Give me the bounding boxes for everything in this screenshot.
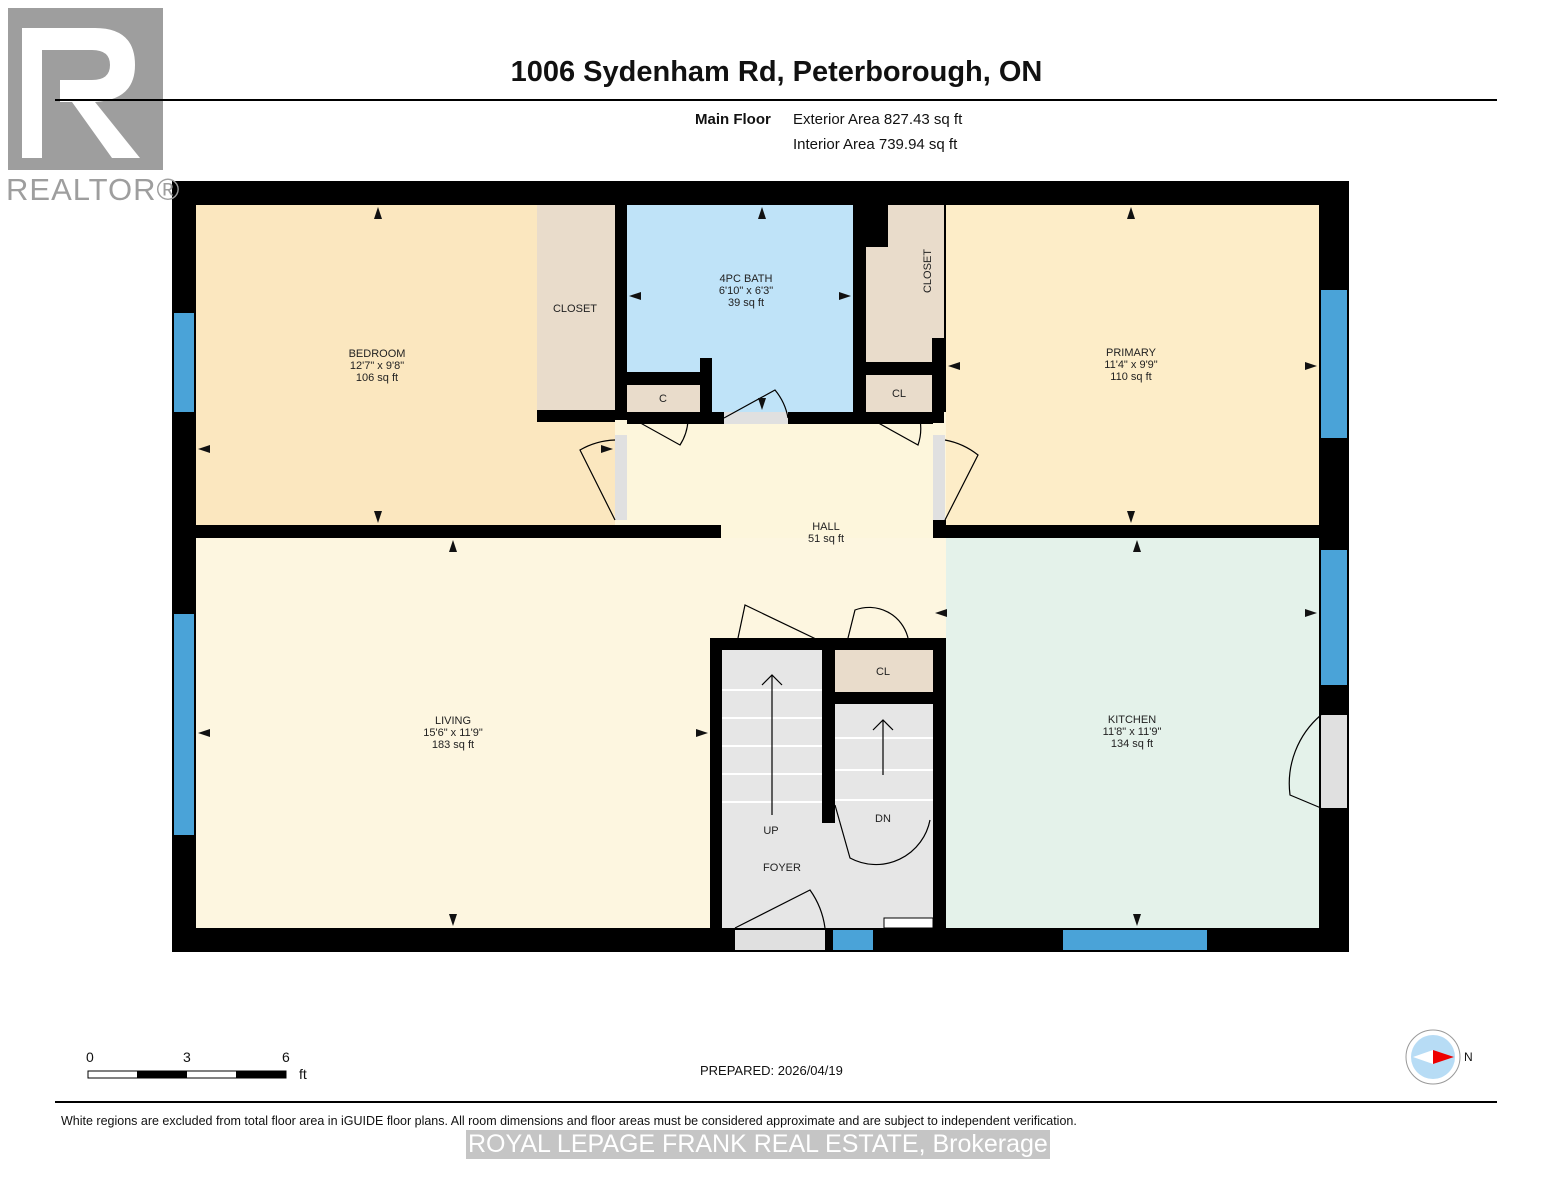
compass-north-label: N xyxy=(1464,1050,1473,1064)
disclaimer: White regions are excluded from total fl… xyxy=(61,1114,1077,1128)
exterior-area: Exterior Area 827.43 sq ft xyxy=(793,111,963,128)
floor-label: Main Floor xyxy=(695,111,771,128)
room-foyer-label: FOYER xyxy=(763,862,801,874)
door-swings xyxy=(579,389,1322,929)
room-cl-label: CL xyxy=(891,388,907,400)
stairs-down-label: DN xyxy=(875,813,891,825)
room-closet2-label: CLOSET xyxy=(922,248,934,294)
scale-tick-3: 3 xyxy=(183,1049,191,1065)
realtor-logo-text: REALTOR® xyxy=(6,172,181,207)
interior-walls xyxy=(196,205,1319,928)
living-area xyxy=(196,538,710,928)
interior-area: Interior Area 739.94 sq ft xyxy=(793,136,958,153)
scale-tick-0: 0 xyxy=(86,1049,94,1065)
scale-unit: ft xyxy=(299,1066,307,1082)
stairs-up-label: UP xyxy=(763,825,779,837)
room-c-label: C xyxy=(659,393,667,405)
stair-arrows xyxy=(761,674,894,815)
primary-area xyxy=(946,205,1319,525)
closet-area xyxy=(537,205,615,410)
foyer-bench xyxy=(883,917,934,929)
realtor-logo xyxy=(8,8,163,170)
prepared-date: PREPARED: 2026/04/19 xyxy=(700,1063,843,1078)
brokerage-watermark: ROYAL LEPAGE FRANK REAL ESTATE, Brokerag… xyxy=(466,1130,1050,1159)
room-closet-label: CLOSET xyxy=(552,303,598,315)
page-title: 1006 Sydenham Rd, Peterborough, ON xyxy=(510,56,1043,88)
door-openings xyxy=(615,412,1347,950)
room-cl2-label: CL xyxy=(875,666,891,678)
scale-tick-6: 6 xyxy=(282,1049,290,1065)
kitchen-area xyxy=(946,538,1319,928)
dimension-markers xyxy=(198,207,1317,926)
cl-area xyxy=(866,375,932,412)
cl-area xyxy=(835,650,933,692)
scale-bar xyxy=(87,1070,287,1079)
compass-icon xyxy=(1405,1029,1461,1085)
windows xyxy=(174,290,1347,950)
c-area xyxy=(627,385,700,412)
